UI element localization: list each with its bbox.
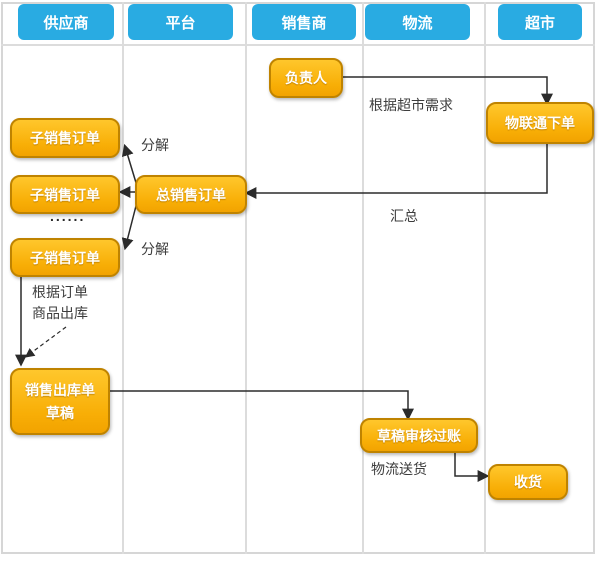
node-sub-order-3: 子销售订单 bbox=[10, 238, 120, 277]
label-per-order: 根据订单 bbox=[32, 284, 88, 300]
label-summarize: 汇总 bbox=[390, 208, 418, 224]
node-draft-audit: 草稿审核过账 bbox=[360, 418, 478, 453]
label-decompose-top: 分解 bbox=[141, 137, 169, 153]
node-iot-order: 物联通下单 bbox=[486, 102, 594, 144]
header-row-divider bbox=[1, 44, 595, 46]
lane-header-supplier: 供应商 bbox=[18, 4, 114, 40]
label-goods-outbound: 商品出库 bbox=[32, 305, 88, 321]
lane-header-logistics: 物流 bbox=[365, 4, 470, 40]
lane-header-seller: 销售商 bbox=[252, 4, 356, 40]
node-total-order: 总销售订单 bbox=[135, 175, 247, 214]
lane-divider-3 bbox=[362, 2, 364, 554]
lane-divider-2 bbox=[245, 2, 247, 554]
lane-header-platform: 平台 bbox=[128, 4, 233, 40]
node-manager: 负责人 bbox=[269, 58, 343, 98]
label-logistics-delivery: 物流送货 bbox=[371, 461, 427, 477]
label-decompose-bottom: 分解 bbox=[141, 241, 169, 257]
node-outbound-draft-line1: 销售出库单 bbox=[25, 382, 95, 399]
node-receive: 收货 bbox=[488, 464, 568, 500]
diagram-frame bbox=[1, 2, 595, 554]
node-outbound-draft-line2: 草稿 bbox=[46, 404, 74, 421]
lane-divider-4 bbox=[484, 2, 486, 554]
node-outbound-draft: 销售出库单 草稿 bbox=[10, 368, 110, 435]
node-sub-order-1: 子销售订单 bbox=[10, 118, 120, 158]
node-sub-order-2: 子销售订单 bbox=[10, 175, 120, 214]
label-per-supermarket-demand: 根据超市需求 bbox=[369, 97, 453, 113]
lane-divider-1 bbox=[122, 2, 124, 554]
label-ellipsis: ...... bbox=[50, 208, 86, 224]
lane-header-supermarket: 超市 bbox=[498, 4, 582, 40]
